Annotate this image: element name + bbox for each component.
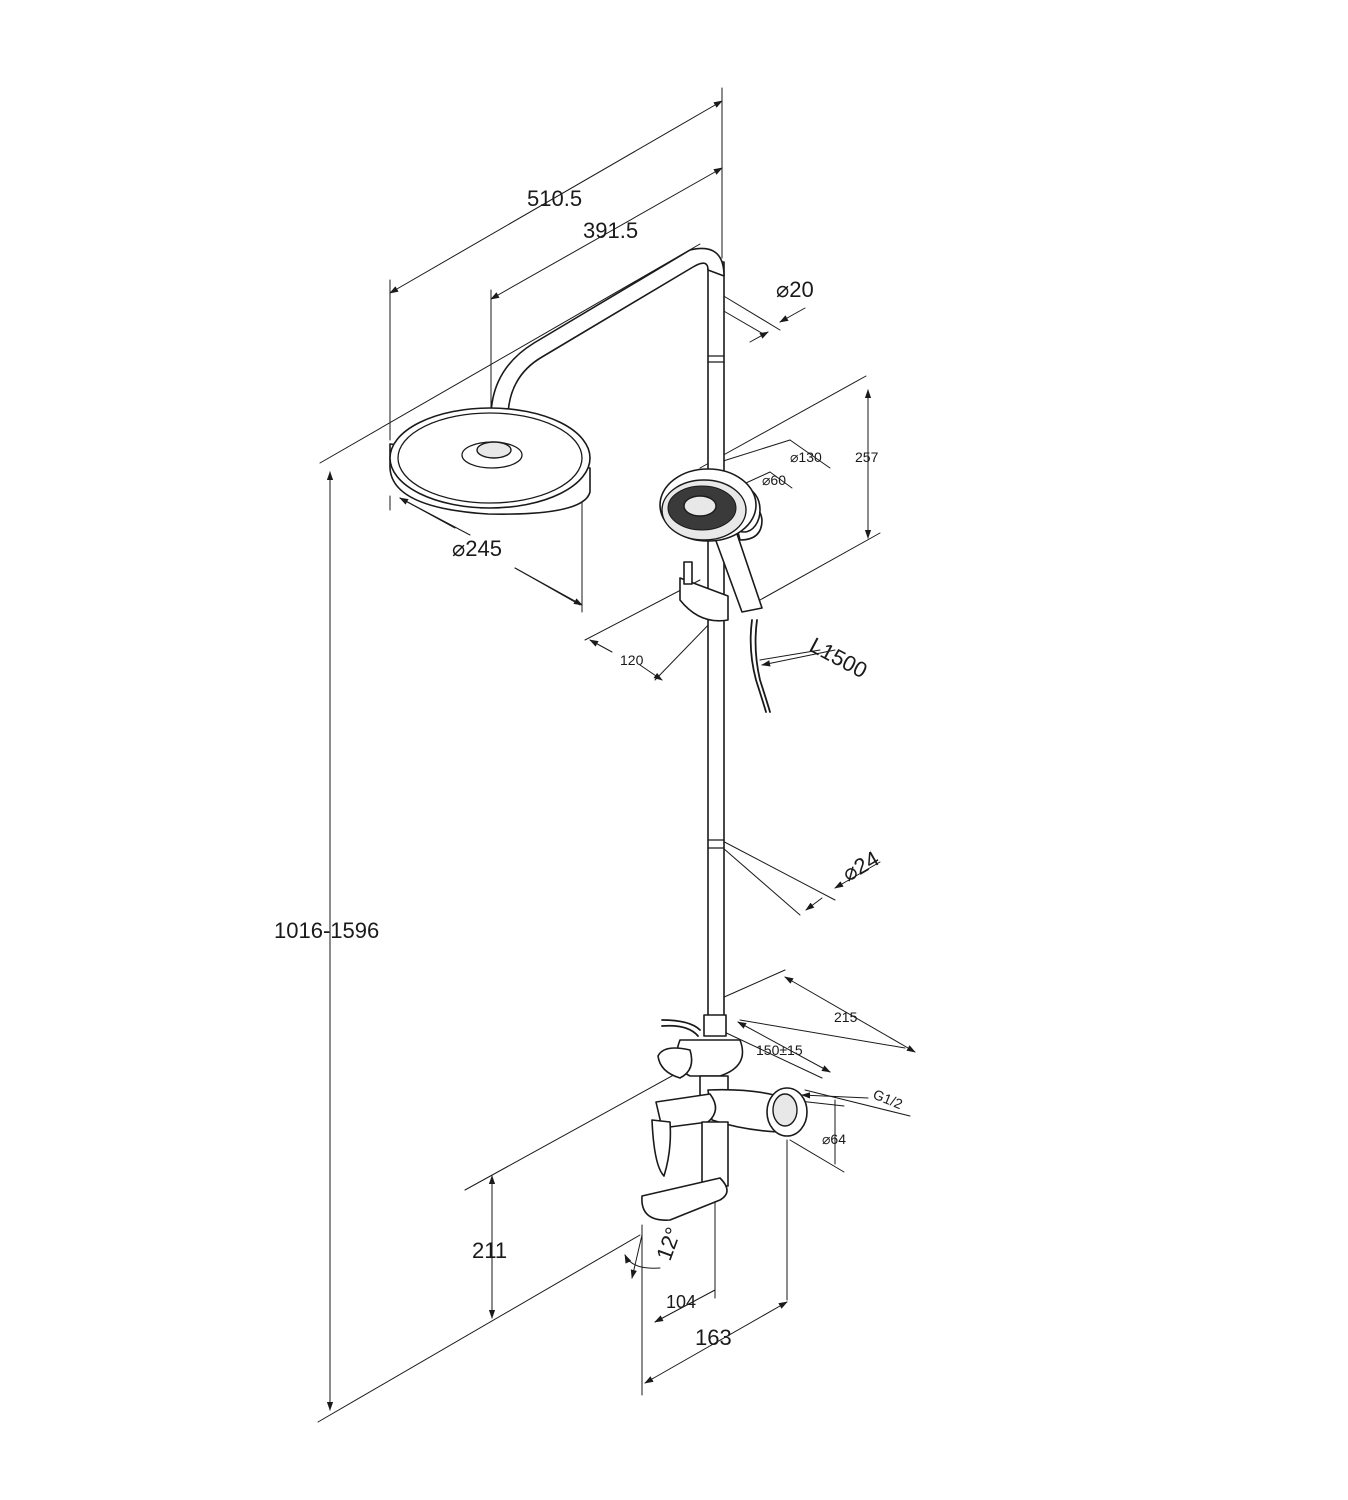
dim-dia130: ⌀130 [790,449,822,465]
dim-12deg: 12° [651,1224,686,1264]
mixer-body [641,1014,808,1221]
dimension-labels: 510.5 391.5 ⌀20 ⌀130 ⌀60 257 ⌀245 120 L1… [274,186,905,1350]
dim-150: 150±15 [756,1042,803,1058]
dimension-lines [319,100,916,1411]
rain-shower-head [389,407,591,515]
dim-1016-1596: 1016-1596 [274,918,379,943]
dim-L1500: L1500 [806,632,872,683]
extension-lines [317,87,911,1423]
dim-257: 257 [855,449,879,465]
dim-dia64: ⌀64 [822,1131,846,1147]
dim-dia60: ⌀60 [762,472,786,488]
dim-120: 120 [620,652,644,668]
dim-215: 215 [834,1009,858,1025]
dim-dia24: ⌀24 [838,846,883,887]
dim-510: 510.5 [527,186,582,211]
dim-391: 391.5 [583,218,638,243]
hand-shower [659,468,771,713]
shower-riser [707,261,725,1021]
dim-163: 163 [695,1325,732,1350]
dim-211: 211 [472,1238,507,1263]
dim-dia20: ⌀20 [776,277,814,302]
dim-104: 104 [666,1292,696,1312]
dim-dia245: ⌀245 [452,536,502,561]
dim-G1-2: G1/2 [871,1086,905,1112]
